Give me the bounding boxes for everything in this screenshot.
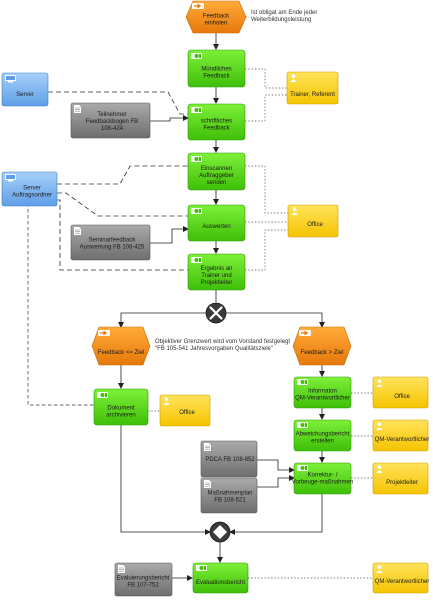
document-label: PDCA FB 108-852	[205, 457, 255, 463]
function-auswerten: Auswerten	[187, 204, 246, 242]
event-feedback-gt-goal: Feedback > Ziel	[292, 326, 352, 366]
role-label: Office	[307, 222, 323, 228]
system-label: Server	[16, 92, 34, 98]
role-label: Trainer, Referent	[290, 92, 335, 98]
role-projektleiter: Projektleiter	[372, 462, 429, 495]
function-label: Auswerten	[202, 224, 230, 230]
role-office-2: Office	[159, 394, 211, 427]
role-label: QM-Verantwortlicher	[375, 579, 430, 585]
function-label: Korrektur- /Vorbeuge-maßnahmen	[292, 473, 353, 486]
role-label: Office	[394, 394, 410, 400]
role-label: Projektleiter	[386, 480, 418, 486]
control-flow	[118, 33, 325, 581]
function-evaluationsbericht: Evaluationsbericht	[192, 562, 249, 594]
role-office-3: Office	[372, 376, 429, 409]
role-label: QM-Verantwortlicher	[375, 437, 430, 443]
xor-connector	[205, 302, 227, 324]
and-connector	[209, 521, 231, 543]
event-feedback-le-goal: Feedback <= Ziel	[91, 326, 151, 366]
event-left-label: Feedback <= Ziel	[98, 350, 144, 356]
relations	[27, 16, 373, 579]
event-right-label: Feedback > Ziel	[301, 350, 344, 356]
role-office-1: Office	[287, 204, 339, 238]
role-qm-1: QM-Verantwortlicher	[372, 419, 430, 452]
function-label: Evaluationsbericht	[196, 580, 245, 586]
document-pdca: PDCA FB 108-852	[200, 440, 258, 478]
role-trainer: Trainer, Referent	[286, 71, 339, 105]
system-server: Server	[1, 72, 49, 107]
threshold-note: Objektiver Grenzwert wird vom Vorstand f…	[155, 339, 290, 352]
function-korrektur: Korrektur- /Vorbeuge-maßnahmen	[292, 462, 353, 495]
role-qm-2: QM-Verantwortlicher	[372, 562, 430, 594]
role-label: Office	[179, 410, 195, 416]
